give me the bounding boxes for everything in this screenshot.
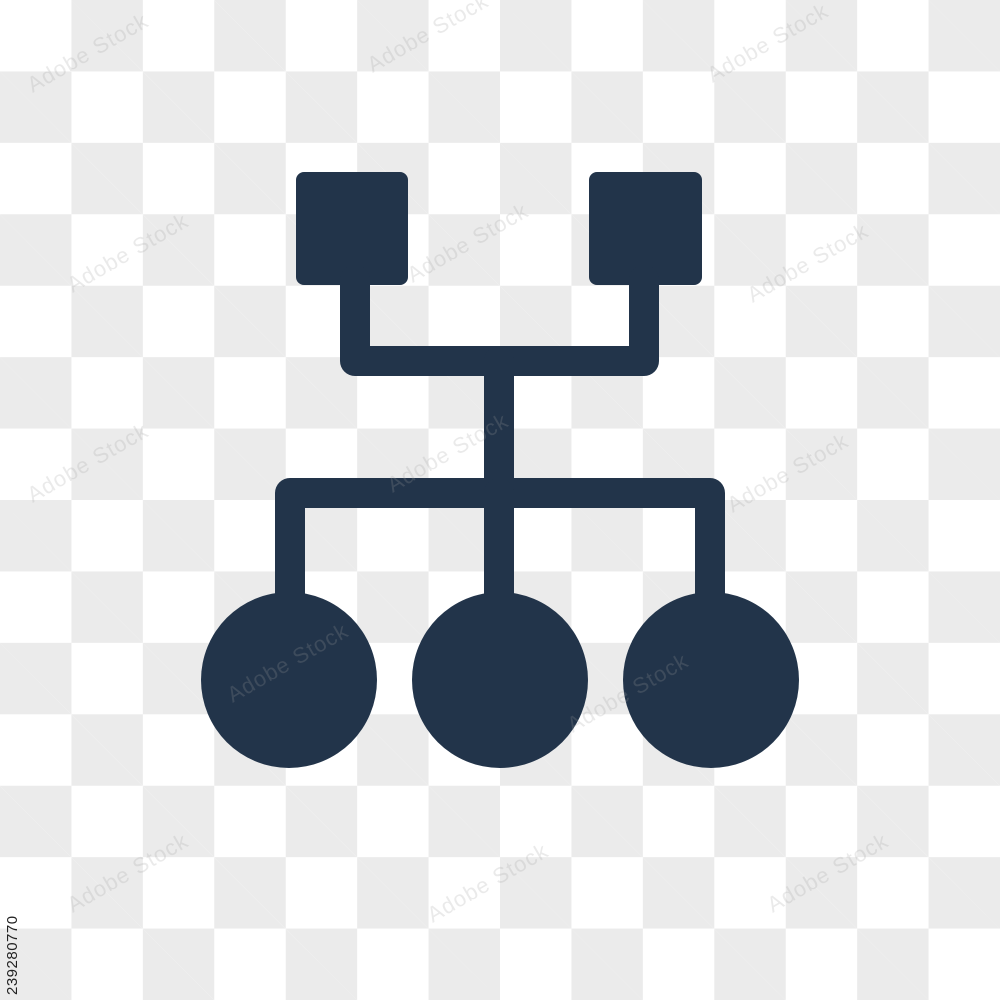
middle-circle-node (412, 592, 588, 768)
top-left-square-node (296, 172, 408, 285)
top-right-square-node (589, 172, 702, 285)
right-circle-node (623, 592, 799, 768)
stock-id-label: 239280770 (4, 915, 21, 995)
left-circle-node (201, 592, 377, 768)
